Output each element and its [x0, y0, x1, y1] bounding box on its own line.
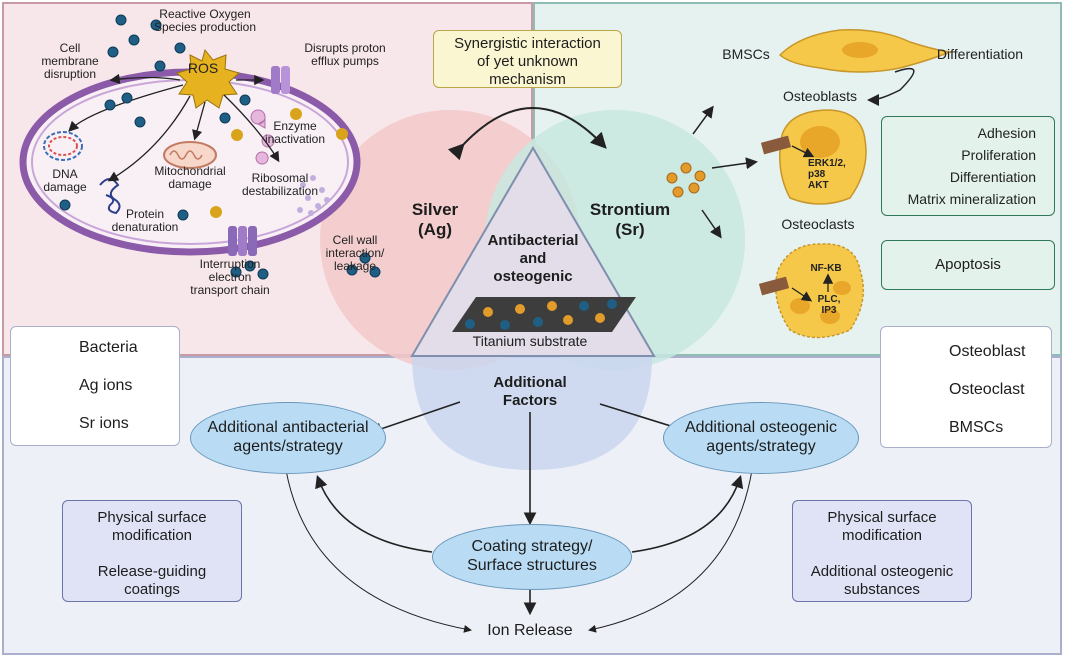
label-cell-membrane: Cell membrane disruption — [41, 41, 99, 81]
bmscs-label: BMSCs — [722, 46, 770, 62]
titanium-plate — [452, 297, 636, 332]
legend-osteoclast: Osteoclast — [949, 381, 1025, 398]
effect-differentiation: Differentiation — [949, 169, 1036, 185]
effect-adhesion: Adhesion — [977, 125, 1036, 141]
ribosomes — [297, 175, 330, 216]
synergy-arrow — [447, 107, 607, 161]
ros-label: ROS — [187, 60, 219, 76]
osteoclasts-label: Osteoclasts — [781, 216, 855, 232]
erk-label: ERK1/2, p38 AKT — [808, 158, 846, 191]
osteoblast-effects-box: Adhesion Proliferation Differentiation M… — [881, 116, 1055, 216]
label-dna: DNA damage — [43, 167, 87, 194]
triangle-title: Antibacterial and osteogenic — [487, 232, 579, 285]
ag-ions — [59, 14, 381, 280]
strontium-title: Strontium(Sr) — [589, 200, 671, 239]
right-strategies-box: Physical surface modification Additional… — [792, 500, 972, 602]
label-cell-wall: Cell wall interaction/ leakage — [325, 233, 385, 273]
left-strategies-box: Physical surface modification Release-gu… — [62, 500, 242, 602]
sr-ion-cluster — [666, 162, 706, 198]
ion-release-label: Ion Release — [487, 622, 573, 639]
legend-right: Osteoblast Osteoclast BMSCs — [880, 326, 1052, 448]
apoptosis-box: Apoptosis — [881, 240, 1055, 290]
legend-osteoblast: Osteoblast — [949, 343, 1026, 360]
synergy-box: Synergistic interaction of yet unknown m… — [433, 30, 622, 88]
label-ribosomal: Ribosomal destabilization — [241, 171, 319, 198]
ros-particles — [210, 108, 348, 218]
ros-burst — [175, 48, 241, 109]
antibacterial-ellipse: Additional antibacterial agents/strategy — [190, 402, 386, 474]
legend-bmscs: BMSCs — [949, 419, 1004, 436]
nfkb-label: NF-KB — [810, 263, 842, 274]
additional-factors-title: Additional Factors — [493, 374, 567, 409]
label-proton-pumps: Disrupts proton efflux pumps — [304, 41, 386, 68]
factors-blob — [412, 356, 652, 470]
dna-helix — [43, 131, 83, 161]
osteogenic-ellipse: Additional osteogenic agents/strategy — [663, 402, 859, 474]
legend-left: Bacteria Ag ions Sr ions — [10, 326, 180, 446]
substrate-label: Titanium substrate — [472, 333, 588, 349]
label-protein: Protein denaturation — [111, 207, 179, 234]
label-enzyme: Enzyme inactivation — [264, 119, 326, 146]
plc-label: PLC, IP3 — [817, 294, 841, 316]
label-reactive-oxygen: Reactive Oxygen Species production — [153, 7, 257, 34]
legend-bacteria: Bacteria — [79, 339, 138, 356]
effect-matrix: Matrix mineralization — [907, 191, 1036, 207]
mitochondrion — [163, 141, 217, 169]
proton-pump — [271, 66, 280, 94]
effect-proliferation: Proliferation — [961, 147, 1036, 163]
protein-scribble — [99, 178, 121, 215]
silver-title: Silver(Ag) — [411, 200, 459, 239]
electron-channel — [228, 226, 237, 256]
label-mitochondrial: Mitochondrial damage — [154, 164, 226, 191]
legend-ag: Ag ions — [79, 377, 133, 394]
osteoblasts-label: Osteoblasts — [783, 88, 857, 104]
legend-sr: Sr ions — [79, 415, 129, 432]
differentiation-label: Differentiation — [936, 46, 1024, 62]
coating-ellipse: Coating strategy/ Surface structures — [432, 524, 632, 590]
plate-ions — [465, 299, 617, 330]
osteoclast-cell — [775, 243, 865, 339]
label-electron: Interruption electron transport chain — [190, 257, 270, 297]
enzymes — [250, 109, 275, 165]
